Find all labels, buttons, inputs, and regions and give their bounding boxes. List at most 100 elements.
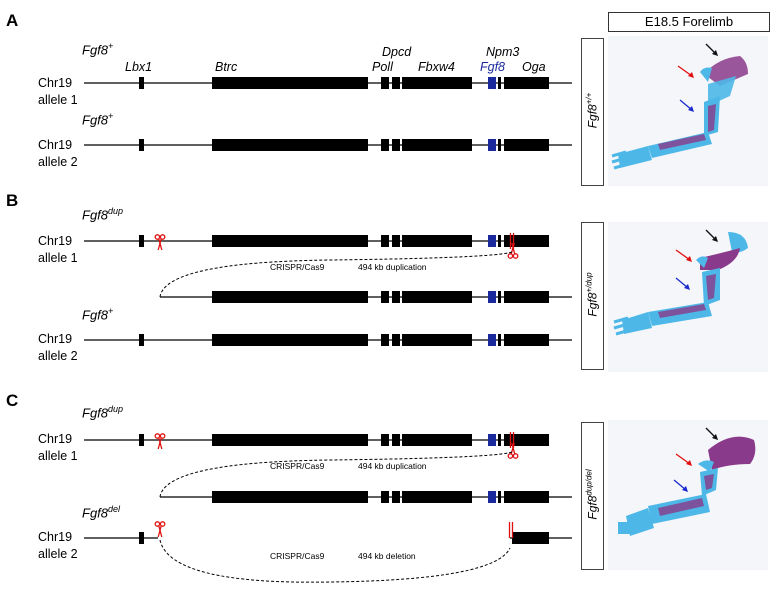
panel-b-allele1-chr: Chr19 bbox=[38, 234, 73, 248]
panel-b-allele2-chr: Chr19 bbox=[38, 332, 73, 346]
panel-c-scissors-left bbox=[154, 433, 166, 450]
panel-c-dup-track-gene-fbxw4 bbox=[402, 491, 472, 503]
panel-b-duplication-genotype: Fgf8+ bbox=[82, 306, 114, 323]
panel-c-allele1-track-gene-lbx1 bbox=[139, 434, 144, 446]
panel-a-allele2-track-gene-fbxw4 bbox=[402, 139, 472, 151]
gene-label-oga: Oga bbox=[522, 60, 546, 74]
panel-c-dup-track-gene-dpcd bbox=[392, 491, 400, 503]
panel-b-event-label: 494 kb duplication bbox=[358, 262, 427, 272]
panel-b-allele1-genotype: Fgf8dup bbox=[82, 206, 124, 223]
panel-b-allele2-track-gene-fbxw4 bbox=[402, 334, 472, 346]
panel-b-dup-track-gene-oga bbox=[504, 291, 549, 303]
gene-label-lbx1: Lbx1 bbox=[125, 60, 153, 74]
panel-a-allele1-chr: Chr19 bbox=[38, 76, 73, 90]
panel-b-allele2-track-gene-lbx1 bbox=[139, 334, 144, 346]
forelimb-header: E18.5 Forelimb bbox=[608, 12, 770, 32]
panel-c-crispr2-label: CRISPR/Cas9 bbox=[270, 551, 325, 561]
panel-a-allele2-track-gene-poll bbox=[381, 139, 389, 151]
panel-a-allele2-genotype: Fgf8+ bbox=[82, 111, 114, 128]
gene-label-fbxw4: Fbxw4 bbox=[418, 60, 455, 74]
gene-label-fgf8: Fgf8 bbox=[480, 60, 506, 74]
panel-a-limb-genotype: Fgf8+/+ bbox=[584, 92, 600, 129]
panel-b-dup-track-gene-fgf8 bbox=[488, 291, 496, 303]
panel-b-allele1-track-gene-oga bbox=[504, 235, 549, 247]
panel-a-allele2-track-gene-dpcd bbox=[392, 139, 400, 151]
panel-b-dup-track-gene-btrc bbox=[212, 291, 368, 303]
panel-b-scissors-right bbox=[507, 242, 519, 259]
gene-label-btrc: Btrc bbox=[215, 60, 238, 74]
gene-label-dpcd: Dpcd bbox=[382, 45, 412, 59]
panel-b-dup-track-gene-fbxw4 bbox=[402, 291, 472, 303]
panel-a-allele2-track-gene-fgf8 bbox=[488, 139, 496, 151]
panel-c-allele2-name: allele 2 bbox=[38, 547, 78, 561]
panel-b-limb-genotype: Fgf8+/dup bbox=[584, 272, 600, 317]
panel-a-allele2-track-gene-lbx1 bbox=[139, 139, 144, 151]
panel-a-allele1-name: allele 1 bbox=[38, 93, 78, 107]
panel-b-allele1-track-gene-fgf8 bbox=[488, 235, 496, 247]
panel-c-allele1-track-gene-poll bbox=[381, 434, 389, 446]
panel-a-allele1-track-gene-npm3 bbox=[498, 77, 501, 89]
panel-c-allele1-track-gene-oga bbox=[504, 434, 549, 446]
panel-b-dup-track-gene-npm3 bbox=[498, 291, 501, 303]
panel-b-allele2-name: allele 2 bbox=[38, 349, 78, 363]
panel-b-allele2-track-gene-oga bbox=[504, 334, 549, 346]
panel-c-dup-track-gene-poll bbox=[381, 491, 389, 503]
panel-c-duplication-arc bbox=[159, 451, 513, 498]
panel-c-dup-track-gene-npm3 bbox=[498, 491, 501, 503]
panel-a-letter: A bbox=[6, 11, 19, 30]
panel-a-allele2-track-gene-oga bbox=[504, 139, 549, 151]
panel-a-allele1-genotype: Fgf8+ bbox=[82, 41, 114, 58]
panel-a-allele1-track-gene-poll bbox=[381, 77, 389, 89]
panel-b-letter: B bbox=[6, 191, 19, 210]
panel-c-crispr1-label: CRISPR/Cas9 bbox=[270, 461, 325, 471]
panel-a-allele1-track-gene-fgf8 bbox=[488, 77, 496, 89]
panel-a-allele2-track-gene-btrc bbox=[212, 139, 368, 151]
panel-b-crispr-label: CRISPR/Cas9 bbox=[270, 262, 325, 272]
panel-b-allele1-track-gene-dpcd bbox=[392, 235, 400, 247]
panel-c-allele1-genotype: Fgf8dup bbox=[82, 404, 124, 421]
panel-b-allele2-track-gene-poll bbox=[381, 334, 389, 346]
panel-c-dup-track-gene-oga bbox=[504, 491, 549, 503]
panel-b-allele2-track-gene-npm3 bbox=[498, 334, 501, 346]
panel-b-allele1-track-gene-lbx1 bbox=[139, 235, 144, 247]
panel-c-allele2-chr: Chr19 bbox=[38, 530, 73, 544]
panel-a-allele1-track-gene-lbx1 bbox=[139, 77, 144, 89]
panel-b-scissors-left bbox=[154, 234, 166, 251]
panel-c-limb-genotype-box: Fgf8dup/del bbox=[581, 422, 604, 570]
forelimb-image-dup-del bbox=[608, 420, 768, 570]
panel-b-allele1-name: allele 1 bbox=[38, 251, 78, 265]
panel-b-allele2-track-gene-dpcd bbox=[392, 334, 400, 346]
panel-c-allele1-track-gene-dpcd bbox=[392, 434, 400, 446]
panel-c-letter: C bbox=[6, 391, 19, 410]
panel-c-del-gene-lbx1 bbox=[139, 532, 144, 544]
panel-b-allele2-track-gene-btrc bbox=[212, 334, 368, 346]
panel-a-allele1-track-gene-dpcd bbox=[392, 77, 400, 89]
panel-c-del-scissors-left bbox=[154, 521, 166, 538]
panel-c-allele1-name: allele 1 bbox=[38, 449, 78, 463]
panel-a-allele2-name: allele 2 bbox=[38, 155, 78, 169]
panel-b-allele2-track-gene-fgf8 bbox=[488, 334, 496, 346]
panel-c-event1-label: 494 kb duplication bbox=[358, 461, 427, 471]
panel-b-allele1-track-gene-fbxw4 bbox=[402, 235, 472, 247]
panel-a-allele1-track-gene-oga bbox=[504, 77, 549, 89]
gene-label-poll: Poll bbox=[372, 60, 393, 74]
forelimb-image-dup-het bbox=[608, 222, 768, 372]
panel-b-allele1-track-gene-btrc bbox=[212, 235, 368, 247]
panel-a-allele2-track-gene-npm3 bbox=[498, 139, 501, 151]
panel-c-dup-track-gene-btrc bbox=[212, 491, 368, 503]
panel-b-limb-genotype-box: Fgf8+/dup bbox=[581, 222, 604, 370]
panel-c-allele2-genotype: Fgf8del bbox=[82, 504, 121, 521]
panel-c-allele1-track-gene-npm3 bbox=[498, 434, 501, 446]
gene-label-npm3: Npm3 bbox=[486, 45, 520, 59]
panel-b-allele1-track-gene-npm3 bbox=[498, 235, 501, 247]
panel-c-del-gene-oga bbox=[512, 532, 549, 544]
panel-b-dup-track-gene-poll bbox=[381, 291, 389, 303]
panel-a-limb-genotype-box: Fgf8+/+ bbox=[581, 38, 604, 186]
panel-c-deletion-arc bbox=[159, 539, 511, 583]
panel-b-dup-track-gene-dpcd bbox=[392, 291, 400, 303]
panel-c-scissors-right bbox=[507, 442, 519, 459]
forelimb-image-wildtype bbox=[608, 36, 768, 186]
panel-c-limb-genotype: Fgf8dup/del bbox=[584, 469, 600, 520]
panel-c-allele1-track-gene-fbxw4 bbox=[402, 434, 472, 446]
panel-c-dup-track-gene-fgf8 bbox=[488, 491, 496, 503]
